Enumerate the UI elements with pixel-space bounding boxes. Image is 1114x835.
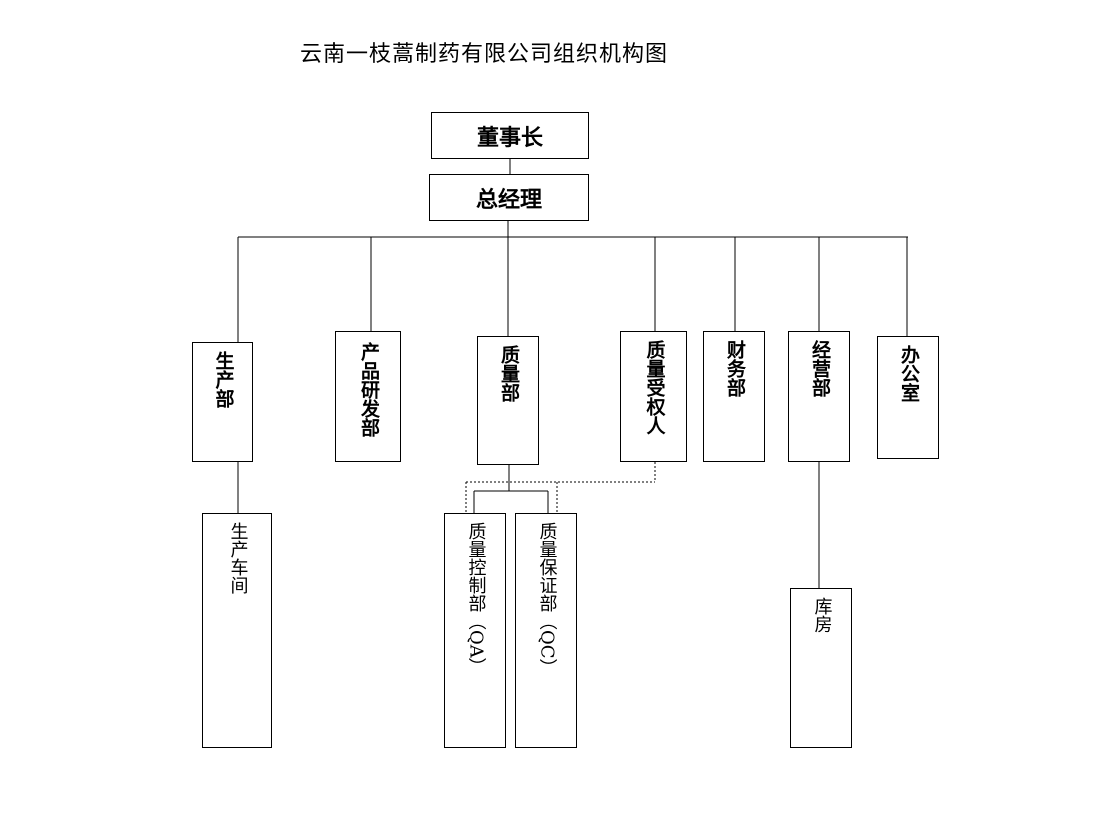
finance-dept-box: 财务部: [703, 331, 765, 462]
qa-dept-label: 质量控制部（QA）: [465, 522, 487, 747]
chairman-box: 董事长: [431, 112, 589, 159]
quality-dept-box: 质量部: [477, 336, 539, 465]
quality-dept-label: 质量部: [497, 345, 520, 402]
rnd-dept-box: 产品研发部: [335, 331, 401, 462]
finance-dept-label: 财务部: [723, 340, 746, 397]
office-label: 办公室: [897, 345, 920, 402]
production-dept-box: 生产部: [192, 342, 253, 462]
qc-dept-label: 质量保证部（QC）: [536, 522, 558, 747]
production-dept-label: 生产部: [212, 351, 235, 408]
chart-title: 云南一枝蒿制药有限公司组织机构图: [300, 42, 669, 67]
warehouse-box: 库房: [790, 588, 852, 748]
quality-authorized-label: 质量受权人: [643, 340, 666, 435]
rnd-dept-label: 产品研发部: [357, 342, 380, 437]
workshop-box: 生产车间: [202, 513, 272, 748]
qa-dept-abbr: （QA）: [465, 612, 487, 676]
qc-dept-box: 质量保证部（QC）: [515, 513, 577, 748]
general-manager-box: 总经理: [429, 174, 589, 221]
operations-dept-box: 经营部: [788, 331, 850, 462]
quality-authorized-box: 质量受权人: [620, 331, 687, 462]
general-manager-label: 总经理: [475, 186, 542, 213]
qa-dept-text: 质量控制部: [465, 522, 487, 612]
qc-dept-text: 质量保证部: [536, 522, 558, 612]
office-box: 办公室: [877, 336, 939, 459]
qc-dept-abbr: （QC）: [536, 612, 558, 677]
qa-dept-box: 质量控制部（QA）: [444, 513, 506, 748]
workshop-label: 生产车间: [227, 522, 249, 594]
operations-dept-label: 经营部: [808, 340, 831, 397]
warehouse-label: 库房: [811, 597, 833, 633]
chairman-label: 董事长: [476, 124, 543, 151]
